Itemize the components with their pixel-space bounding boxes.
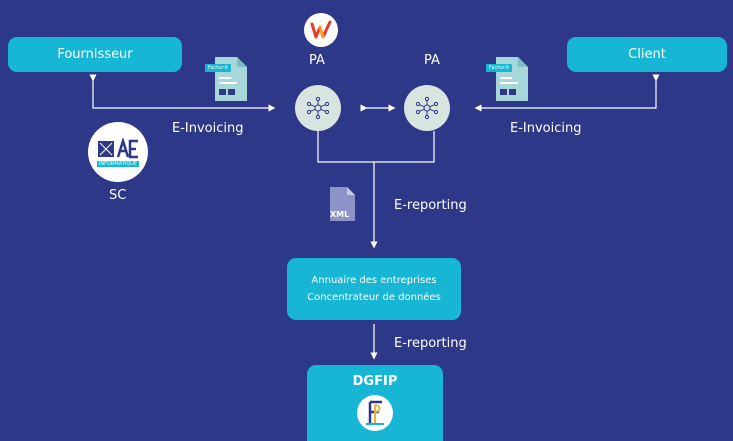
pa-right-node bbox=[404, 85, 450, 131]
ae-informatique-logo: INFORMATIQUE bbox=[88, 122, 148, 182]
facturx-document-left: Factur-X bbox=[205, 55, 249, 103]
document-icon bbox=[215, 57, 247, 101]
network-icon bbox=[306, 96, 330, 120]
facturx-document-right: Factur-X bbox=[486, 55, 530, 103]
facturx-tag-right: Factur-X bbox=[486, 64, 513, 72]
fournisseur-label: Fournisseur bbox=[57, 47, 133, 62]
client-box: Client bbox=[567, 37, 727, 72]
sc-label: SC bbox=[109, 188, 127, 203]
pa-left-node bbox=[295, 85, 341, 131]
pa-right-label: PA bbox=[424, 53, 440, 68]
document-icon bbox=[496, 57, 528, 101]
xml-file-icon bbox=[330, 187, 355, 221]
xml-label: XML bbox=[330, 210, 350, 219]
ereporting-1-label: E-reporting bbox=[394, 198, 467, 213]
facturx-tag-left: Factur-X bbox=[205, 64, 232, 72]
xml-document: XML bbox=[328, 186, 356, 222]
network-icon bbox=[415, 96, 439, 120]
ae-informatique-text: INFORMATIQUE bbox=[96, 160, 140, 167]
client-label: Client bbox=[628, 47, 666, 62]
dgfip-logo bbox=[357, 395, 393, 431]
dgfip-box: DGFIP bbox=[307, 365, 443, 441]
pa-left-label: PA bbox=[309, 53, 325, 68]
fournisseur-box: Fournisseur bbox=[8, 37, 182, 72]
einvoicing-left-label: E-Invoicing bbox=[172, 121, 244, 136]
ereporting-2-label: E-reporting bbox=[394, 336, 467, 351]
annuaire-box: Annuaire des entreprises Concentrateur d… bbox=[287, 258, 461, 320]
dgfip-label: DGFIP bbox=[352, 374, 398, 389]
annuaire-line2: Concentrateur de données bbox=[307, 292, 441, 303]
annuaire-line1: Annuaire des entreprises bbox=[311, 275, 437, 286]
w-logo bbox=[304, 13, 338, 47]
einvoicing-right-label: E-Invoicing bbox=[510, 121, 582, 136]
